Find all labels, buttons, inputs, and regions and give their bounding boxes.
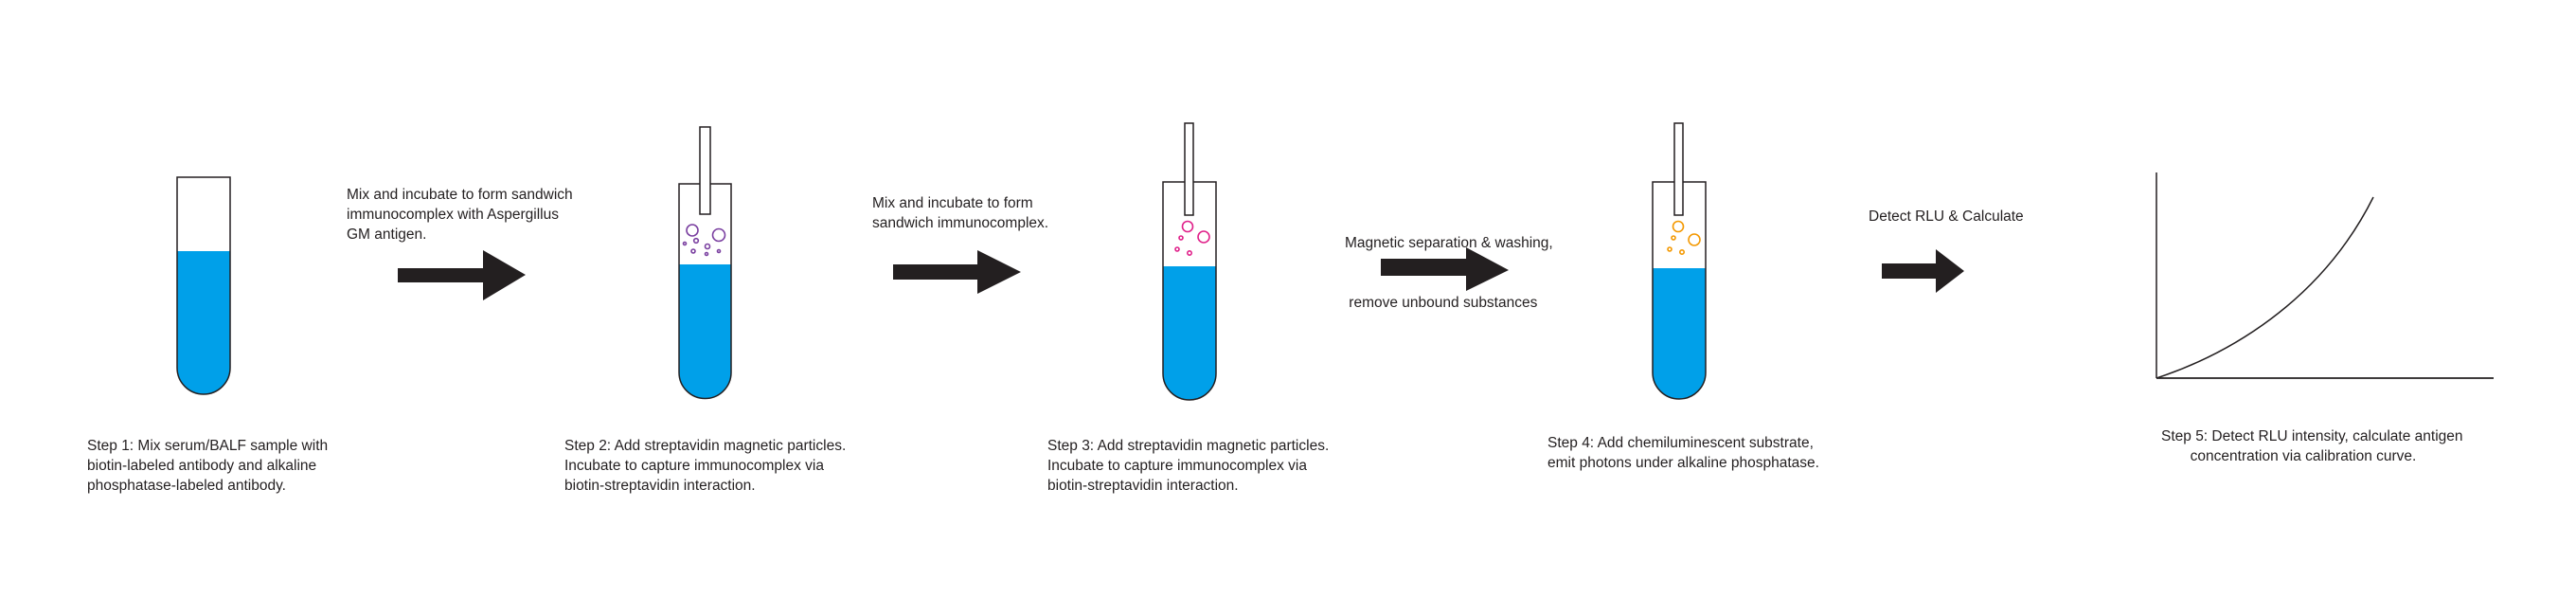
label-line: concentration via calibration curve. [2190,448,2417,464]
luminescent-particles [1667,220,1701,255]
label-line: Mix and incubate to form sandwich [347,187,573,203]
label-line: emit photons under alkaline phosphatase. [1547,455,1819,471]
magnetic-particles [1174,220,1210,256]
step-5-label: Step 5: Detect RLU intensity, calculate … [2161,426,2463,466]
label-line: Incubate to capture immunocomplex via [1047,458,1307,474]
arrow-label-2: Mix and incubate to form sandwich immuno… [872,193,1048,233]
arrow-label-4: Detect RLU & Calculate [1869,207,2024,226]
tube-liquid [177,251,230,394]
label-line: remove unbound substances [1345,295,1538,311]
magnet-rod [699,126,711,215]
label-line: immunocomplex with Aspergillus [347,207,559,223]
step-3-label: Step 3: Add streptavidin magnetic partic… [1047,436,1329,496]
arrow-icon [1381,247,1509,291]
magnet-rod [1673,122,1684,216]
label-line: Step 1: Mix serum/BALF sample with [87,438,329,454]
label-line: Step 3: Add streptavidin magnetic partic… [1047,438,1330,454]
test-tube-step1 [176,176,231,395]
label-line: Mix and incubate to form [872,195,1033,211]
label-line: GM antigen. [347,226,427,243]
step-2-label: Step 2: Add streptavidin magnetic partic… [564,436,846,496]
step-4-label: Step 4: Add chemiluminescent substrate, … [1547,433,1819,473]
arrow-label-3: Magnetic separation & washing, remove un… [1345,193,1553,333]
tube-outline [176,176,231,395]
label-line: biotin-labeled antibody and alkaline [87,458,317,474]
calibration-curve [2156,196,2374,379]
label-line: Detect RLU & Calculate [1869,208,2024,225]
calibration-curve-graph [2156,172,2494,379]
arrow-icon [398,250,526,300]
label-line: Magnetic separation & washing, [1345,235,1553,251]
label-line: phosphatase-labeled antibody. [87,478,286,494]
label-line: sandwich immunocomplex. [872,215,1049,231]
arrow-icon [1882,249,1964,293]
label-line: biotin-streptavidin interaction. [1047,478,1239,494]
label-line: biotin-streptavidin interaction. [564,478,756,494]
label-line: Step 5: Detect RLU intensity, calculate … [2161,428,2463,444]
test-tube-step4 [1652,122,1707,400]
label-line: Incubate to capture immunocomplex via [564,458,824,474]
magnetic-particles [682,224,726,257]
arrow-label-1: Mix and incubate to form sandwich immuno… [347,185,573,245]
magnet-rod [1184,122,1194,216]
test-tube-step3 [1162,122,1217,401]
label-line: Step 2: Add streptavidin magnetic partic… [564,438,847,454]
arrow-icon [893,250,1021,294]
label-line: Step 4: Add chemiluminescent substrate, [1547,435,1814,451]
step-1-label: Step 1: Mix serum/BALF sample with bioti… [87,436,328,496]
test-tube-step2 [678,126,732,400]
